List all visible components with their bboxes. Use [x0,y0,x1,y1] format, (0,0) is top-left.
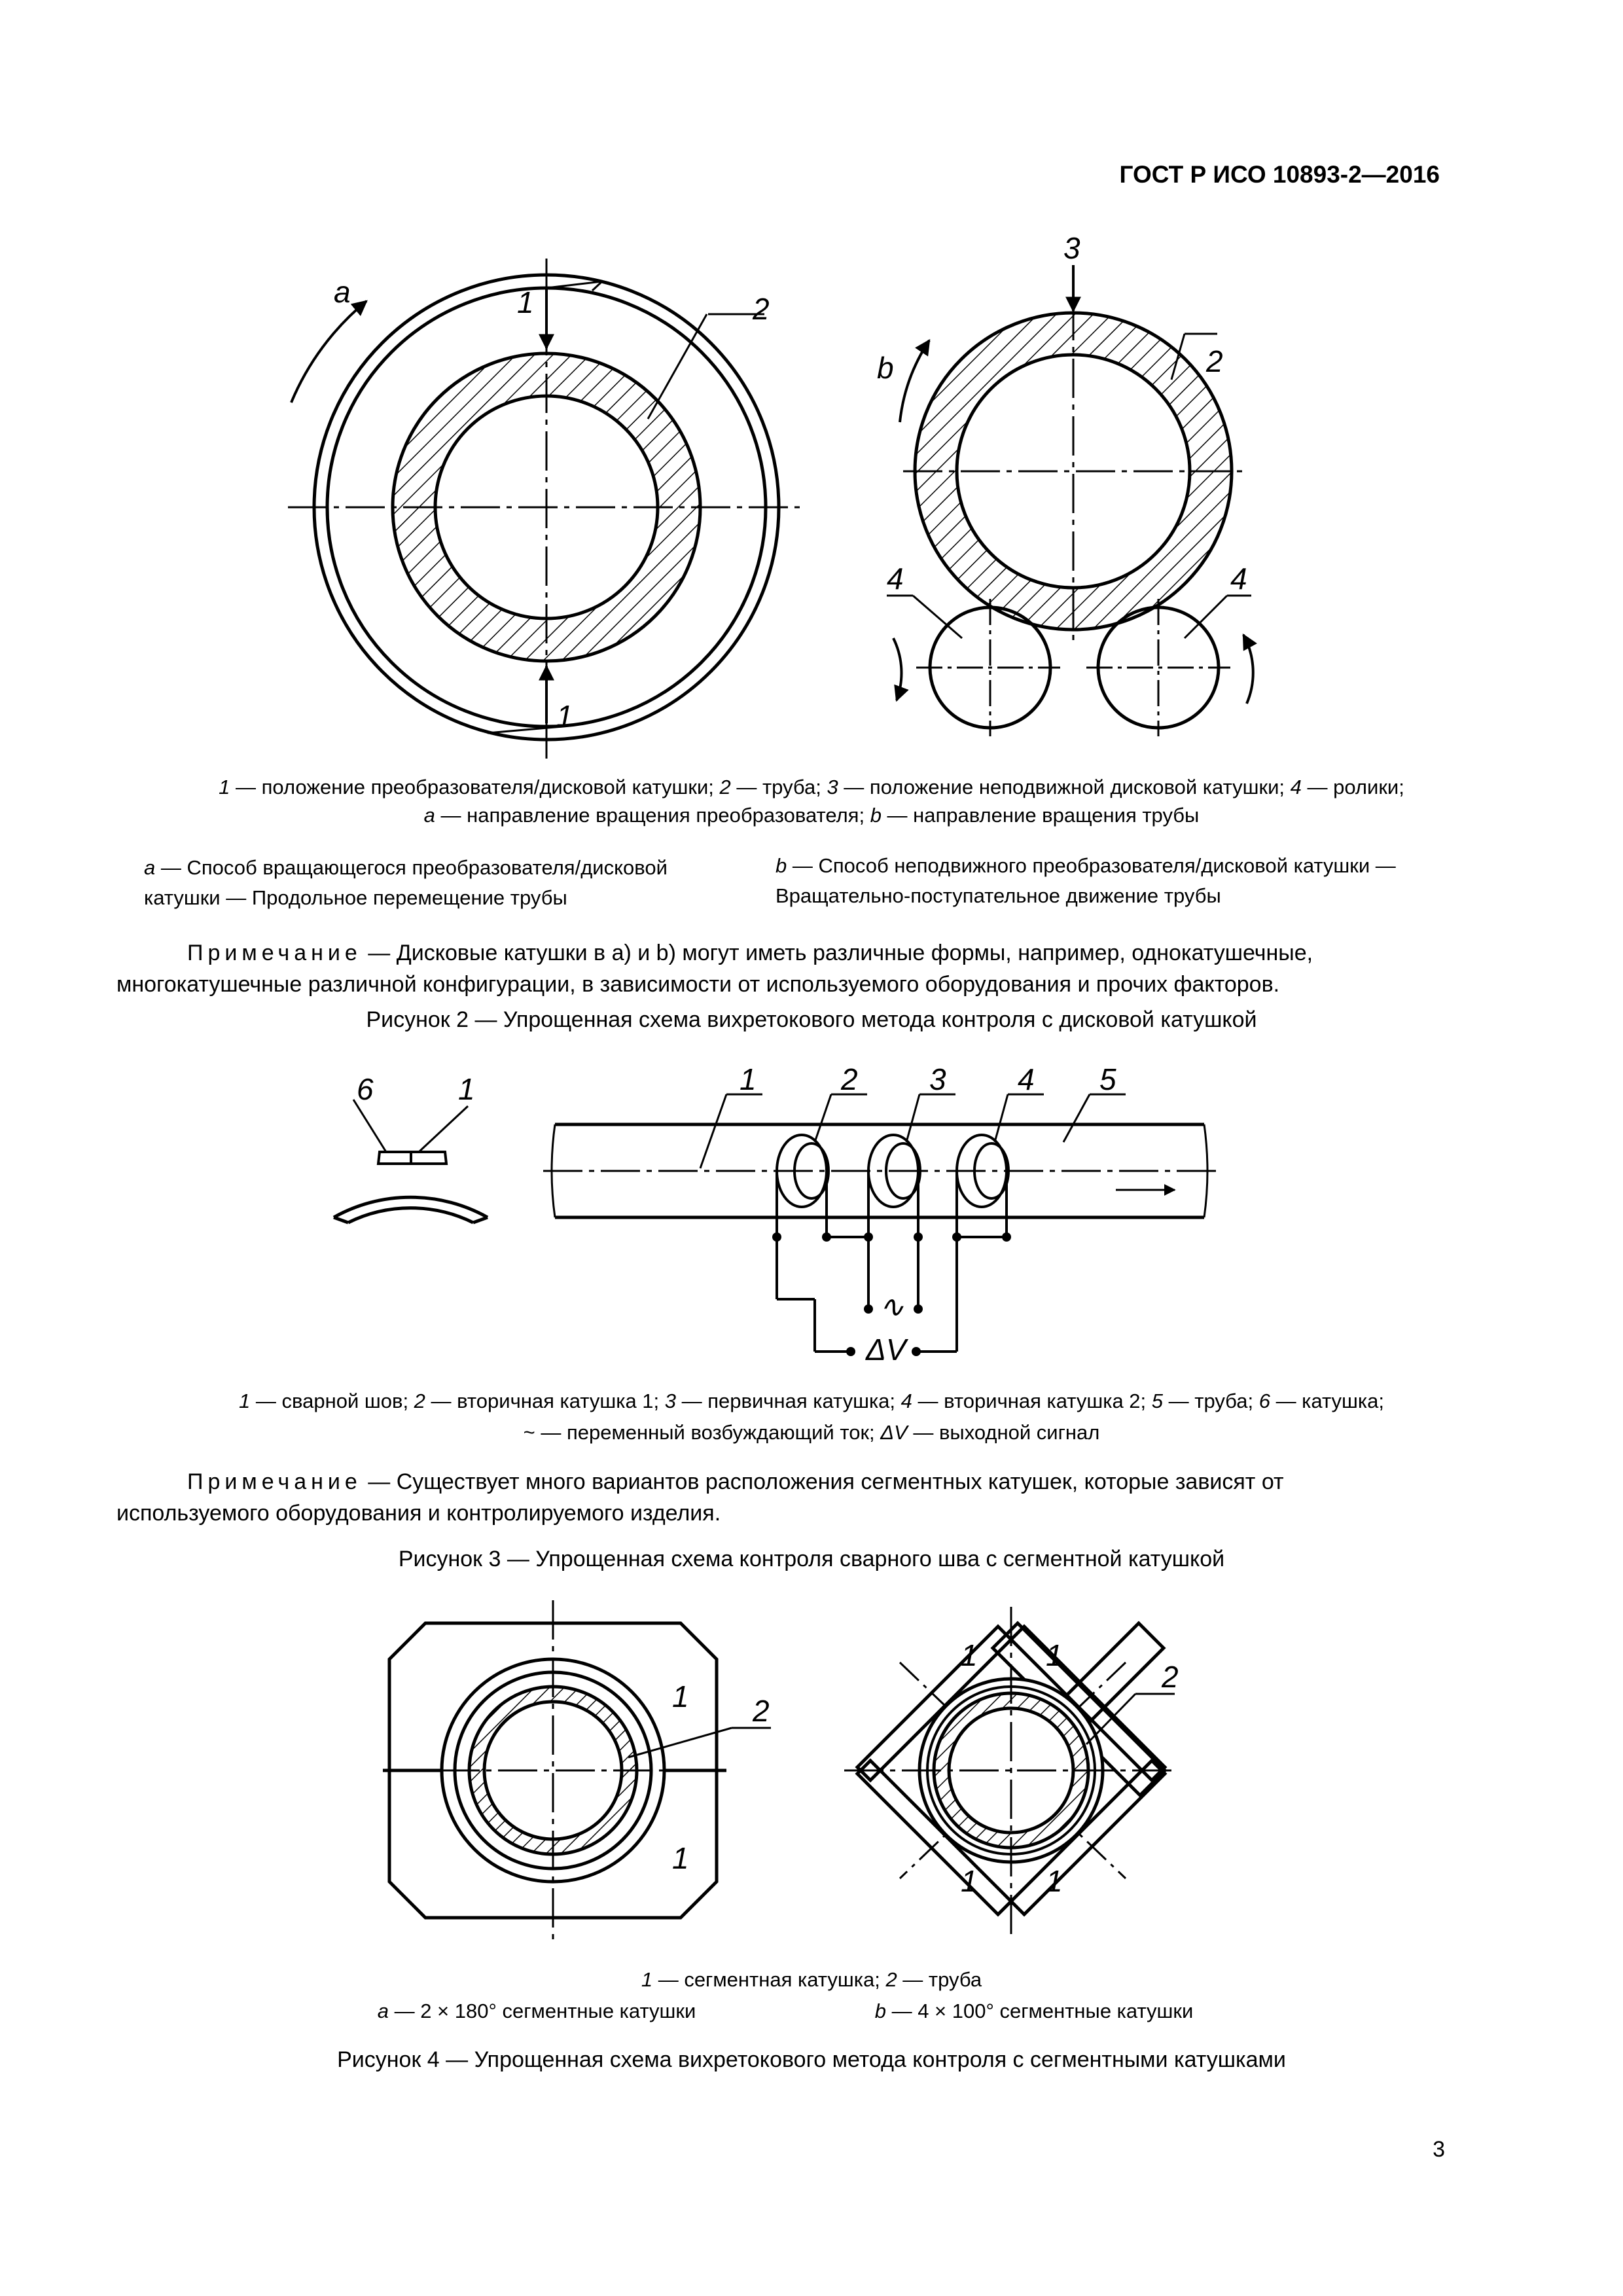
fig4-legend: 1 — сегментная катушка; 2 — труба [641,1968,982,1991]
fig3-pipe-assembly: ∿ ΔV 1 2 3 4 5 [543,1062,1217,1367]
fig2-label-4-right: 4 [1230,562,1247,596]
fig3-label-2: 2 [840,1062,858,1096]
fig2-label-4-left: 4 [887,562,904,596]
fig4-subcaption-a: a — 2 × 180° сегментные катушки [377,2000,696,2022]
fig2-legend-line1: 1 — положение преобразователя/дисковой к… [219,776,1404,798]
fig2-label-2-right: 2 [1205,344,1223,378]
fig3-label-4: 4 [1018,1062,1035,1096]
fig4b-label-1-bottomleft: 1 [961,1864,978,1898]
fig2-subcaption-a: a — Способ вращающегося преобразователя/… [144,856,668,909]
fig4b-label-1-topleft: 1 [961,1638,978,1672]
fig2-label-b: b [877,351,894,385]
fig3-label-1-left: 1 [458,1072,475,1106]
fig3-note: Примечание — Существует много вариантов … [116,1469,1284,1526]
fig2-label-2-left: 2 [752,292,770,326]
fig4-subcaption-b: b — 4 × 100° сегментные катушки [874,2000,1194,2022]
fig4b-label-2: 2 [1161,1660,1179,1694]
page-number: 3 [1433,2137,1445,2162]
fig2-note: Примечание — Дисковые катушки в a) и b) … [116,941,1313,997]
fig3-dv-symbol: ΔV [865,1333,909,1367]
fig3-legend-line2: ~ — переменный возбуждающий ток; ΔV — вы… [523,1421,1100,1444]
document-code: ГОСТ Р ИСО 10893-2—2016 [1119,161,1440,188]
fig4a-drawing: 1 1 2 [383,1600,771,1941]
fig2b-drawing: b 3 2 4 4 [877,231,1257,736]
fig2-label-3: 3 [1063,231,1080,265]
fig3-caption: Рисунок 3 — Упрощенная схема контроля св… [398,1547,1225,1571]
fig4a-label-2: 2 [752,1694,770,1728]
fig4b-label-1-bottomright: 1 [1046,1864,1063,1898]
fig4a-label-1-top: 1 [672,1679,689,1713]
fig2-subcaption-b: b — Способ неподвижного преобразователя/… [776,854,1396,907]
fig2-caption: Рисунок 2 — Упрощенная схема вихретоково… [366,1007,1257,1032]
fig3-label-5: 5 [1099,1062,1116,1096]
fig2-label-a: a [334,275,351,309]
fig4b-label-1-topright: 1 [1046,1638,1063,1672]
fig4-caption: Рисунок 4 — Упрощенная схема вихретоково… [337,2047,1286,2072]
fig3-legend-line1: 1 — сварной шов; 2 — вторичная катушка 1… [239,1390,1384,1412]
fig4a-label-1-bottom: 1 [672,1841,689,1875]
fig3-label-6: 6 [357,1072,374,1106]
fig3-label-1: 1 [740,1062,757,1096]
fig4b-drawing: 1 1 1 1 2 [844,1607,1179,1937]
fig3-label-3: 3 [929,1062,946,1096]
fig2-label-1-bottom: 1 [556,699,573,733]
figure-2-drawing: a 1 1 2 b 3 2 4 4 [288,231,1257,759]
fig3-segment-coil: 6 1 [332,1072,489,1225]
fig3-tilde-symbol: ∿ [879,1289,904,1323]
fig2-label-1-top: 1 [517,285,534,319]
figure-4-drawing: 1 1 2 1 1 1 1 2 [383,1600,1179,1941]
fig2-legend-line2: a — направление вращения преобразователя… [423,804,1200,827]
figure-3-drawing: 6 1 [332,1062,1217,1367]
fig2a-drawing: a 1 1 2 [288,259,805,759]
